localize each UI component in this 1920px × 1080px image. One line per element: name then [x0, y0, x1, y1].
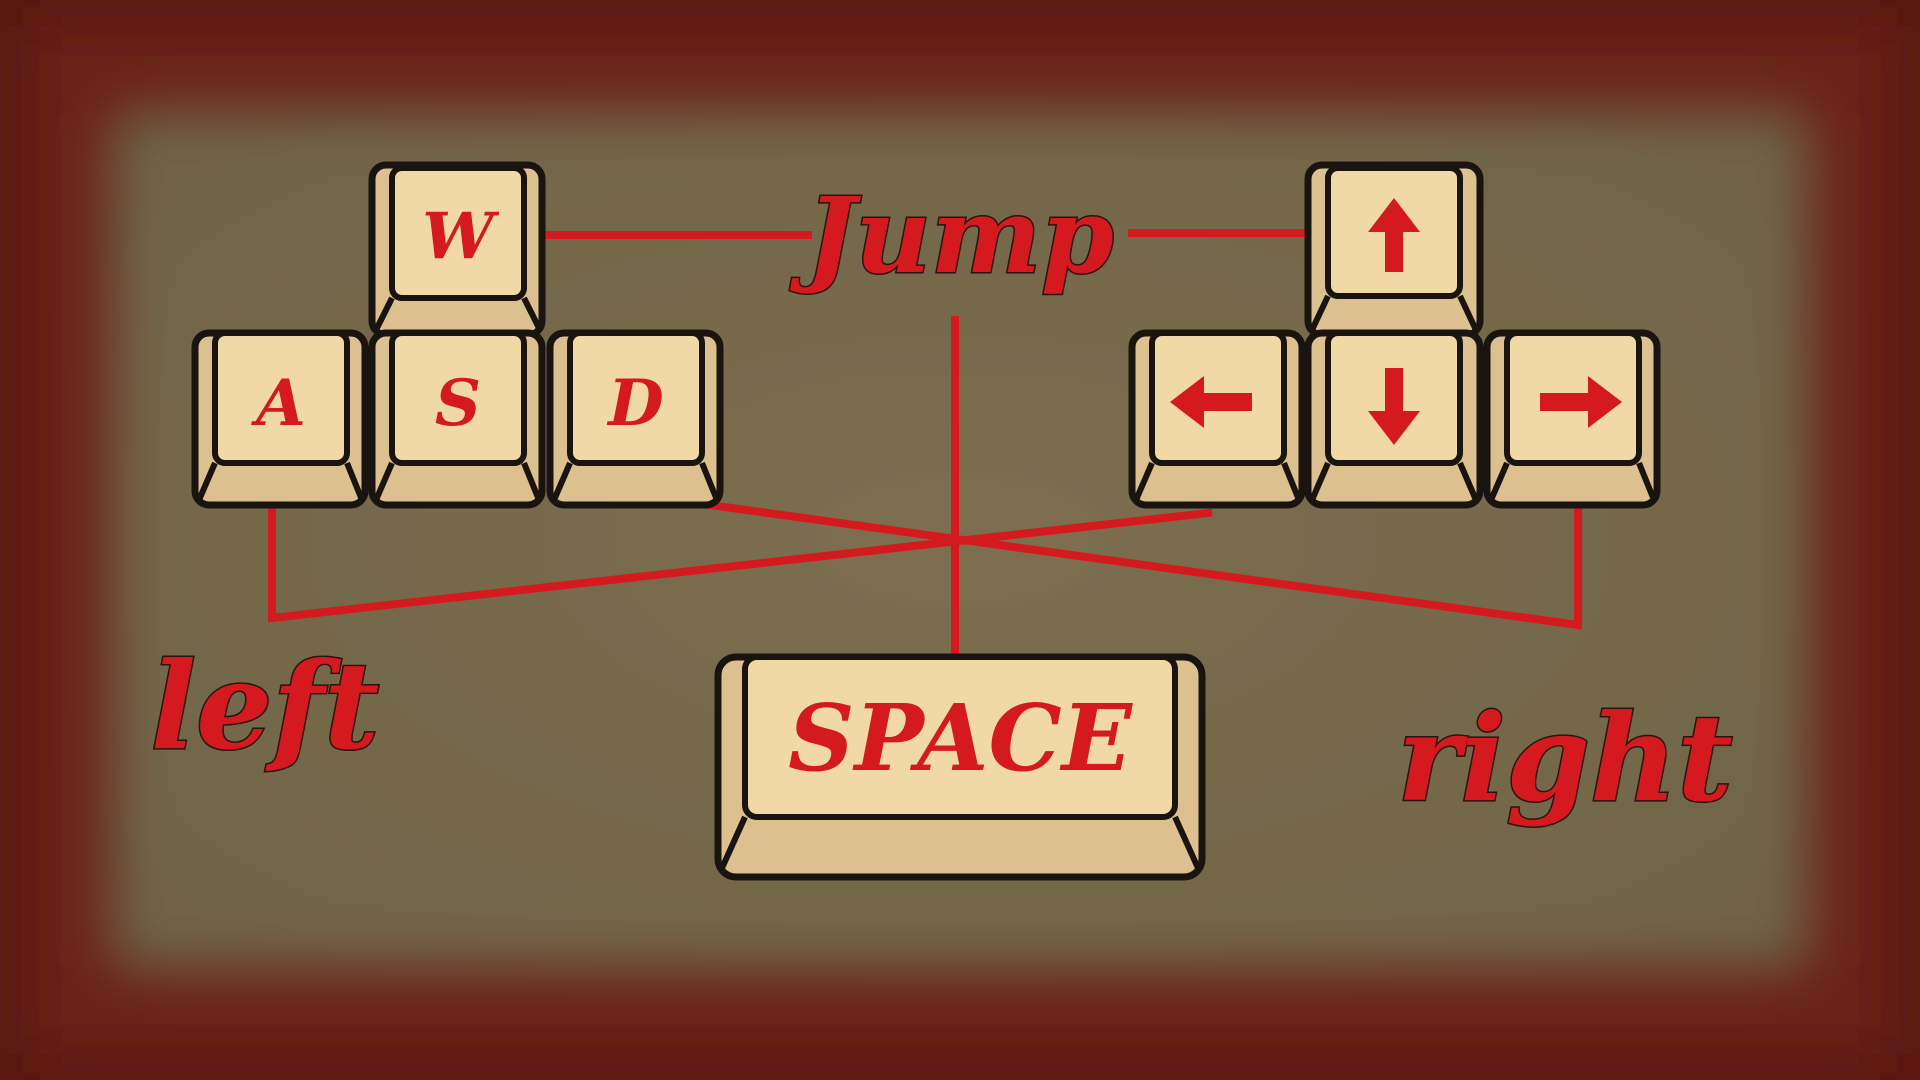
- w-key: W: [368, 161, 546, 339]
- arrow-up-icon: [1368, 198, 1420, 272]
- s-key-label: S: [435, 366, 481, 441]
- arrow-right-key: [1483, 329, 1661, 509]
- right-label: right: [1397, 688, 1732, 829]
- a-key: A: [191, 329, 369, 509]
- jump-label: Jump: [789, 174, 1114, 297]
- w-key-label: W: [422, 199, 500, 274]
- s-key: S: [368, 329, 546, 509]
- connector-lines: [268, 229, 1582, 664]
- a-key-label: A: [251, 366, 306, 441]
- arrow-down-icon: [1368, 368, 1420, 445]
- arrow-left-icon: [1170, 376, 1252, 428]
- d-key-label: D: [606, 366, 664, 441]
- space-key: SPACE: [714, 653, 1206, 881]
- arrow-left-key: [1128, 329, 1306, 509]
- arrow-right-icon: [1540, 376, 1622, 428]
- arrow-down-key: [1304, 329, 1484, 509]
- d-key: D: [546, 329, 724, 509]
- arrow-up-key: [1304, 161, 1484, 339]
- space-key-label: SPACE: [788, 684, 1134, 792]
- left-label: left: [151, 636, 380, 777]
